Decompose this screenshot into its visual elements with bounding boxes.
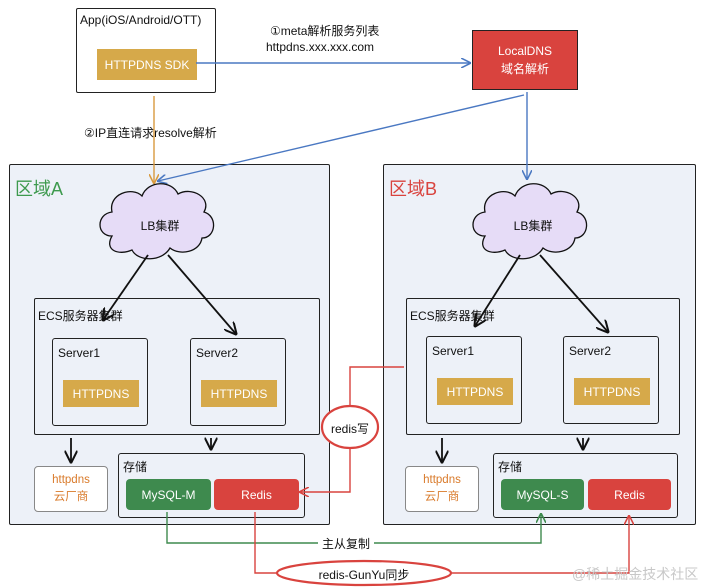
region-a-mysql-m: MySQL-M [126,479,211,510]
region-b-server1: Server1 HTTPDNS [426,336,522,424]
region-b-ecs-title: ECS服务器集群 [410,309,495,323]
region-a-server1-httpdns: HTTPDNS [63,380,139,407]
region-a-server2: Server2 HTTPDNS [190,338,286,426]
client-app-box: App(iOS/Android/OTT) HTTPDNS SDK [76,8,216,93]
region-b-server1-httpdns: HTTPDNS [437,378,513,405]
region-b-server1-name: Server1 [432,344,475,358]
localdns-box: LocalDNS 域名解析 [472,30,578,90]
step1-domain: httpdns.xxx.xxx.com [266,40,375,54]
localdns-title: LocalDNS [497,44,553,58]
region-a-server2-httpdns: HTTPDNS [201,380,277,407]
region-b-server2-name: Server2 [569,344,612,358]
region-a-vendor-name: httpdns [52,474,90,486]
region-b-title: 区域B [389,179,438,199]
region-b-mysql-s: MySQL-S [501,479,584,510]
step1-label: ①meta解析服务列表 [270,24,380,38]
region-a-ecs-title: ECS服务器集群 [38,309,123,323]
master-slave-label: 主从复制 [318,535,375,552]
step2-label: ②IP直连请求resolve解析 [84,126,217,140]
localdns-subtitle: 域名解析 [500,62,549,76]
region-a-storage: 存储 MySQL-M Redis [118,453,305,518]
region-b-vendor: httpdns 云厂商 [405,466,479,512]
redis-sync-label: redis-GunYu同步 [318,568,410,582]
region-a-storage-title: 存储 [123,460,148,474]
region-b-vendor-name: httpdns [423,474,461,486]
region-b-redis: Redis [588,479,671,510]
redis-write-label: redis写 [330,422,369,436]
client-app-title: App(iOS/Android/OTT) [80,13,202,27]
httpdns-sdk-block: HTTPDNS SDK [97,49,197,80]
region-b-server2: Server2 HTTPDNS [563,336,659,424]
lb-cluster-a-label: LB集群 [140,219,180,233]
region-b-storage-title: 存储 [498,460,523,474]
region-a-vendor-type: 云厂商 [53,491,89,503]
lb-cluster-b-label: LB集群 [513,219,553,233]
region-a-server2-name: Server2 [196,346,239,360]
region-a-server1: Server1 HTTPDNS [52,338,148,426]
region-a-vendor: httpdns 云厂商 [34,466,108,512]
region-a-server1-name: Server1 [58,346,101,360]
watermark-text: @稀土掘金技术社区 [572,566,699,582]
region-b-vendor-type: 云厂商 [424,491,460,503]
region-a-redis: Redis [214,479,299,510]
region-b-storage: 存储 MySQL-S Redis [493,453,678,518]
region-b-server2-httpdns: HTTPDNS [574,378,650,405]
region-a-title: 区域A [15,179,64,199]
